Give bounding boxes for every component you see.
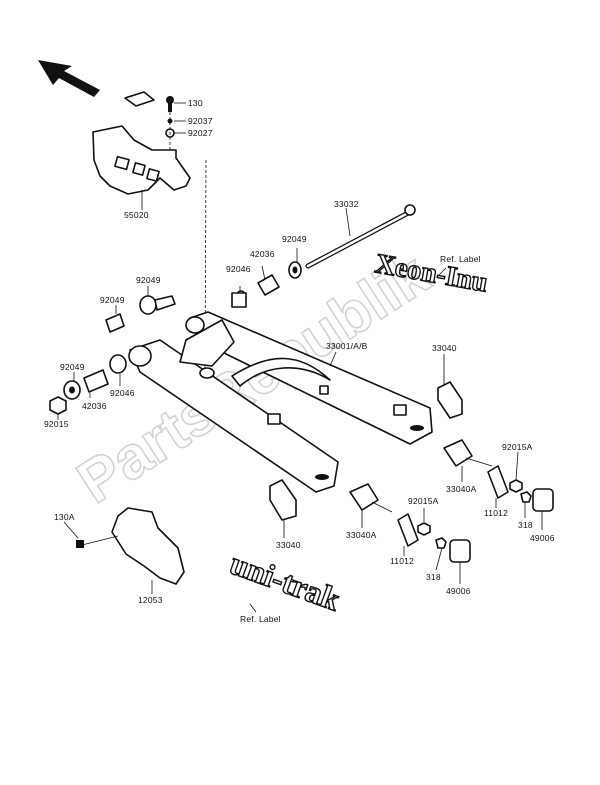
label-92049-c: 92049 (100, 295, 125, 305)
label-92049-a: 92049 (282, 234, 307, 244)
label-42036-a: 42036 (250, 249, 275, 259)
label-92037: 92037 (188, 116, 213, 126)
chain-adjuster-33040 (269, 381, 463, 521)
chain-case-12053 (76, 507, 185, 585)
label-92049-d: 92049 (60, 362, 85, 372)
label-92046-b: 92046 (110, 388, 135, 398)
label-ref-label-top: Ref. Label (440, 254, 481, 264)
leader-lines (57, 102, 543, 613)
label-49006-a: 49006 (530, 533, 555, 543)
nuts-and-caps (417, 479, 554, 563)
front-direction-arrow-icon (38, 60, 100, 97)
watermark: PartsRepublik (65, 239, 442, 517)
label-55020: 55020 (124, 210, 149, 220)
label-ref-label-bottom: Ref. Label (240, 614, 281, 624)
watermark-text: PartsRepublik (66, 240, 441, 516)
label-92015a-b: 92015A (408, 496, 439, 506)
label-33001: 33001/A/B (326, 341, 368, 351)
label-130: 130 (188, 98, 203, 108)
label-33040-a: 33040 (432, 343, 457, 353)
pivot-shaft-33032 (305, 204, 416, 269)
label-92049-b: 92049 (136, 275, 161, 285)
label-42036-b: 42036 (82, 401, 107, 411)
adjuster-bolts-11012 (397, 465, 509, 547)
chain-guide-55020 (92, 91, 191, 195)
label-318-a: 318 (518, 520, 533, 530)
chain-adjuster-plates-33040A (349, 439, 493, 513)
decal-bottom: uni-trak (225, 544, 346, 618)
label-92027: 92027 (188, 128, 213, 138)
label-49006-b: 49006 (446, 586, 471, 596)
label-33032: 33032 (334, 199, 359, 209)
label-92015a-a: 92015A (502, 442, 533, 452)
pivot-collars (231, 261, 302, 308)
label-33040-b: 33040 (276, 540, 301, 550)
label-33040a-b: 33040A (346, 530, 377, 540)
label-318-b: 318 (426, 572, 441, 582)
part-labels: 130 92037 92027 55020 33032 Ref. Label 9… (44, 98, 555, 624)
label-92015: 92015 (44, 419, 69, 429)
label-33040a-a: 33040A (446, 484, 477, 494)
label-12053: 12053 (138, 595, 163, 605)
label-130a: 130A (54, 512, 75, 522)
decal-bottom-text: uni-trak (226, 545, 345, 618)
label-11012-b: 11012 (390, 556, 414, 566)
label-92046-a: 92046 (226, 264, 251, 274)
swingarm-33001 (128, 311, 433, 493)
label-11012-a: 11012 (484, 508, 508, 518)
